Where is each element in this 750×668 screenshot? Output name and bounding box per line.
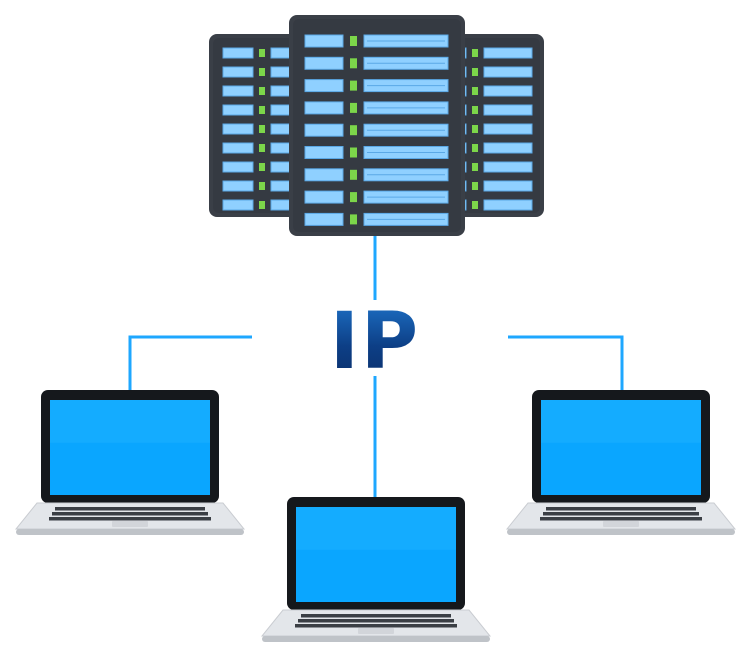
drive-slot bbox=[483, 104, 533, 116]
drive-slot bbox=[222, 104, 254, 116]
drive-slot bbox=[483, 47, 533, 59]
drive-slot bbox=[222, 161, 254, 173]
drive-slot bbox=[304, 212, 344, 226]
status-led bbox=[259, 106, 265, 114]
laptop-icon-left bbox=[14, 390, 246, 535]
server-rack-center-drive-bay bbox=[304, 146, 449, 159]
drive-slot bbox=[304, 146, 344, 159]
laptop-keyboard-row bbox=[298, 619, 454, 623]
connector-left-laptop bbox=[128, 335, 252, 391]
status-led bbox=[472, 125, 478, 133]
laptop-touchpad bbox=[603, 521, 639, 527]
drive-slot bbox=[304, 123, 344, 137]
status-led bbox=[259, 49, 265, 57]
drive-slot bbox=[483, 180, 533, 192]
drive-slot bbox=[222, 47, 254, 59]
connector-right-laptop bbox=[508, 335, 624, 391]
server-rack-center-drive-bay bbox=[304, 101, 449, 115]
drive-slot bbox=[304, 101, 344, 115]
laptop-keyboard-row bbox=[540, 517, 702, 521]
status-led bbox=[259, 87, 265, 95]
drive-slot bbox=[222, 66, 254, 78]
laptop-screen bbox=[296, 507, 456, 602]
laptop-keyboard-row bbox=[543, 512, 699, 516]
laptop-keyboard-row bbox=[52, 512, 208, 516]
status-led bbox=[259, 182, 265, 190]
drive-slot bbox=[483, 161, 533, 173]
laptop-keyboard-row bbox=[49, 517, 211, 521]
status-led bbox=[259, 201, 265, 209]
drive-slot bbox=[222, 142, 254, 154]
laptop-screen-glare bbox=[541, 400, 701, 443]
status-led bbox=[259, 68, 265, 76]
status-led bbox=[259, 125, 265, 133]
laptop-screen-glare bbox=[296, 507, 456, 550]
drive-slot bbox=[222, 180, 254, 192]
laptop-touchpad bbox=[358, 628, 394, 634]
drive-slot bbox=[483, 123, 533, 135]
laptop-screen bbox=[541, 400, 701, 495]
status-led bbox=[472, 201, 478, 209]
status-led bbox=[472, 87, 478, 95]
laptop-keyboard-row bbox=[546, 507, 696, 511]
ip-label: IP bbox=[300, 302, 450, 382]
laptop-bottom-edge bbox=[507, 529, 735, 535]
laptop-bottom-edge bbox=[16, 529, 244, 535]
laptop-keyboard-row bbox=[301, 614, 451, 618]
drive-slot bbox=[304, 168, 344, 182]
drive-slot bbox=[222, 85, 254, 97]
server-rack-center-drive-bay bbox=[304, 190, 449, 204]
status-led bbox=[472, 163, 478, 171]
status-led bbox=[350, 147, 357, 158]
status-led bbox=[350, 102, 357, 113]
server-rack-center-drive-bay bbox=[304, 79, 449, 93]
status-led bbox=[350, 58, 357, 69]
laptop-screen-glare bbox=[50, 400, 210, 443]
status-led bbox=[472, 106, 478, 114]
drive-slot bbox=[483, 199, 533, 211]
drive-slot bbox=[304, 79, 344, 93]
drive-slot bbox=[483, 85, 533, 97]
drive-slot bbox=[483, 142, 533, 154]
laptop-icon-right bbox=[505, 390, 737, 535]
server-rack-center-drive-bay bbox=[304, 123, 449, 137]
status-led bbox=[350, 125, 357, 136]
server-rack-icon bbox=[209, 15, 544, 236]
status-led bbox=[472, 144, 478, 152]
status-led bbox=[259, 144, 265, 152]
laptop-keyboard-row bbox=[55, 507, 205, 511]
server-rack-center-drive-bay bbox=[304, 212, 449, 226]
status-led bbox=[350, 192, 357, 203]
drive-slot bbox=[304, 56, 344, 70]
status-led bbox=[350, 214, 357, 225]
laptop-screen bbox=[50, 400, 210, 495]
status-led bbox=[472, 49, 478, 57]
laptop-icon-center bbox=[260, 497, 492, 642]
status-led bbox=[350, 80, 357, 91]
status-led bbox=[472, 68, 478, 76]
drive-slot bbox=[222, 123, 254, 135]
server-rack-center-drive-bay bbox=[304, 168, 449, 182]
laptop-bottom-edge bbox=[262, 636, 490, 642]
server-rack-center bbox=[289, 15, 465, 236]
drive-slot bbox=[483, 66, 533, 78]
status-led bbox=[350, 36, 357, 46]
laptop-keyboard-row bbox=[295, 624, 457, 628]
server-rack-center-drive-bay bbox=[304, 56, 449, 70]
server-rack-center-drive-bay bbox=[304, 34, 449, 48]
status-led bbox=[350, 169, 357, 180]
drive-slot bbox=[304, 34, 344, 48]
drive-slot bbox=[222, 199, 254, 211]
status-led bbox=[259, 163, 265, 171]
laptop-touchpad bbox=[112, 521, 148, 527]
status-led bbox=[472, 182, 478, 190]
connector-lines bbox=[128, 236, 624, 498]
drive-slot bbox=[304, 190, 344, 204]
